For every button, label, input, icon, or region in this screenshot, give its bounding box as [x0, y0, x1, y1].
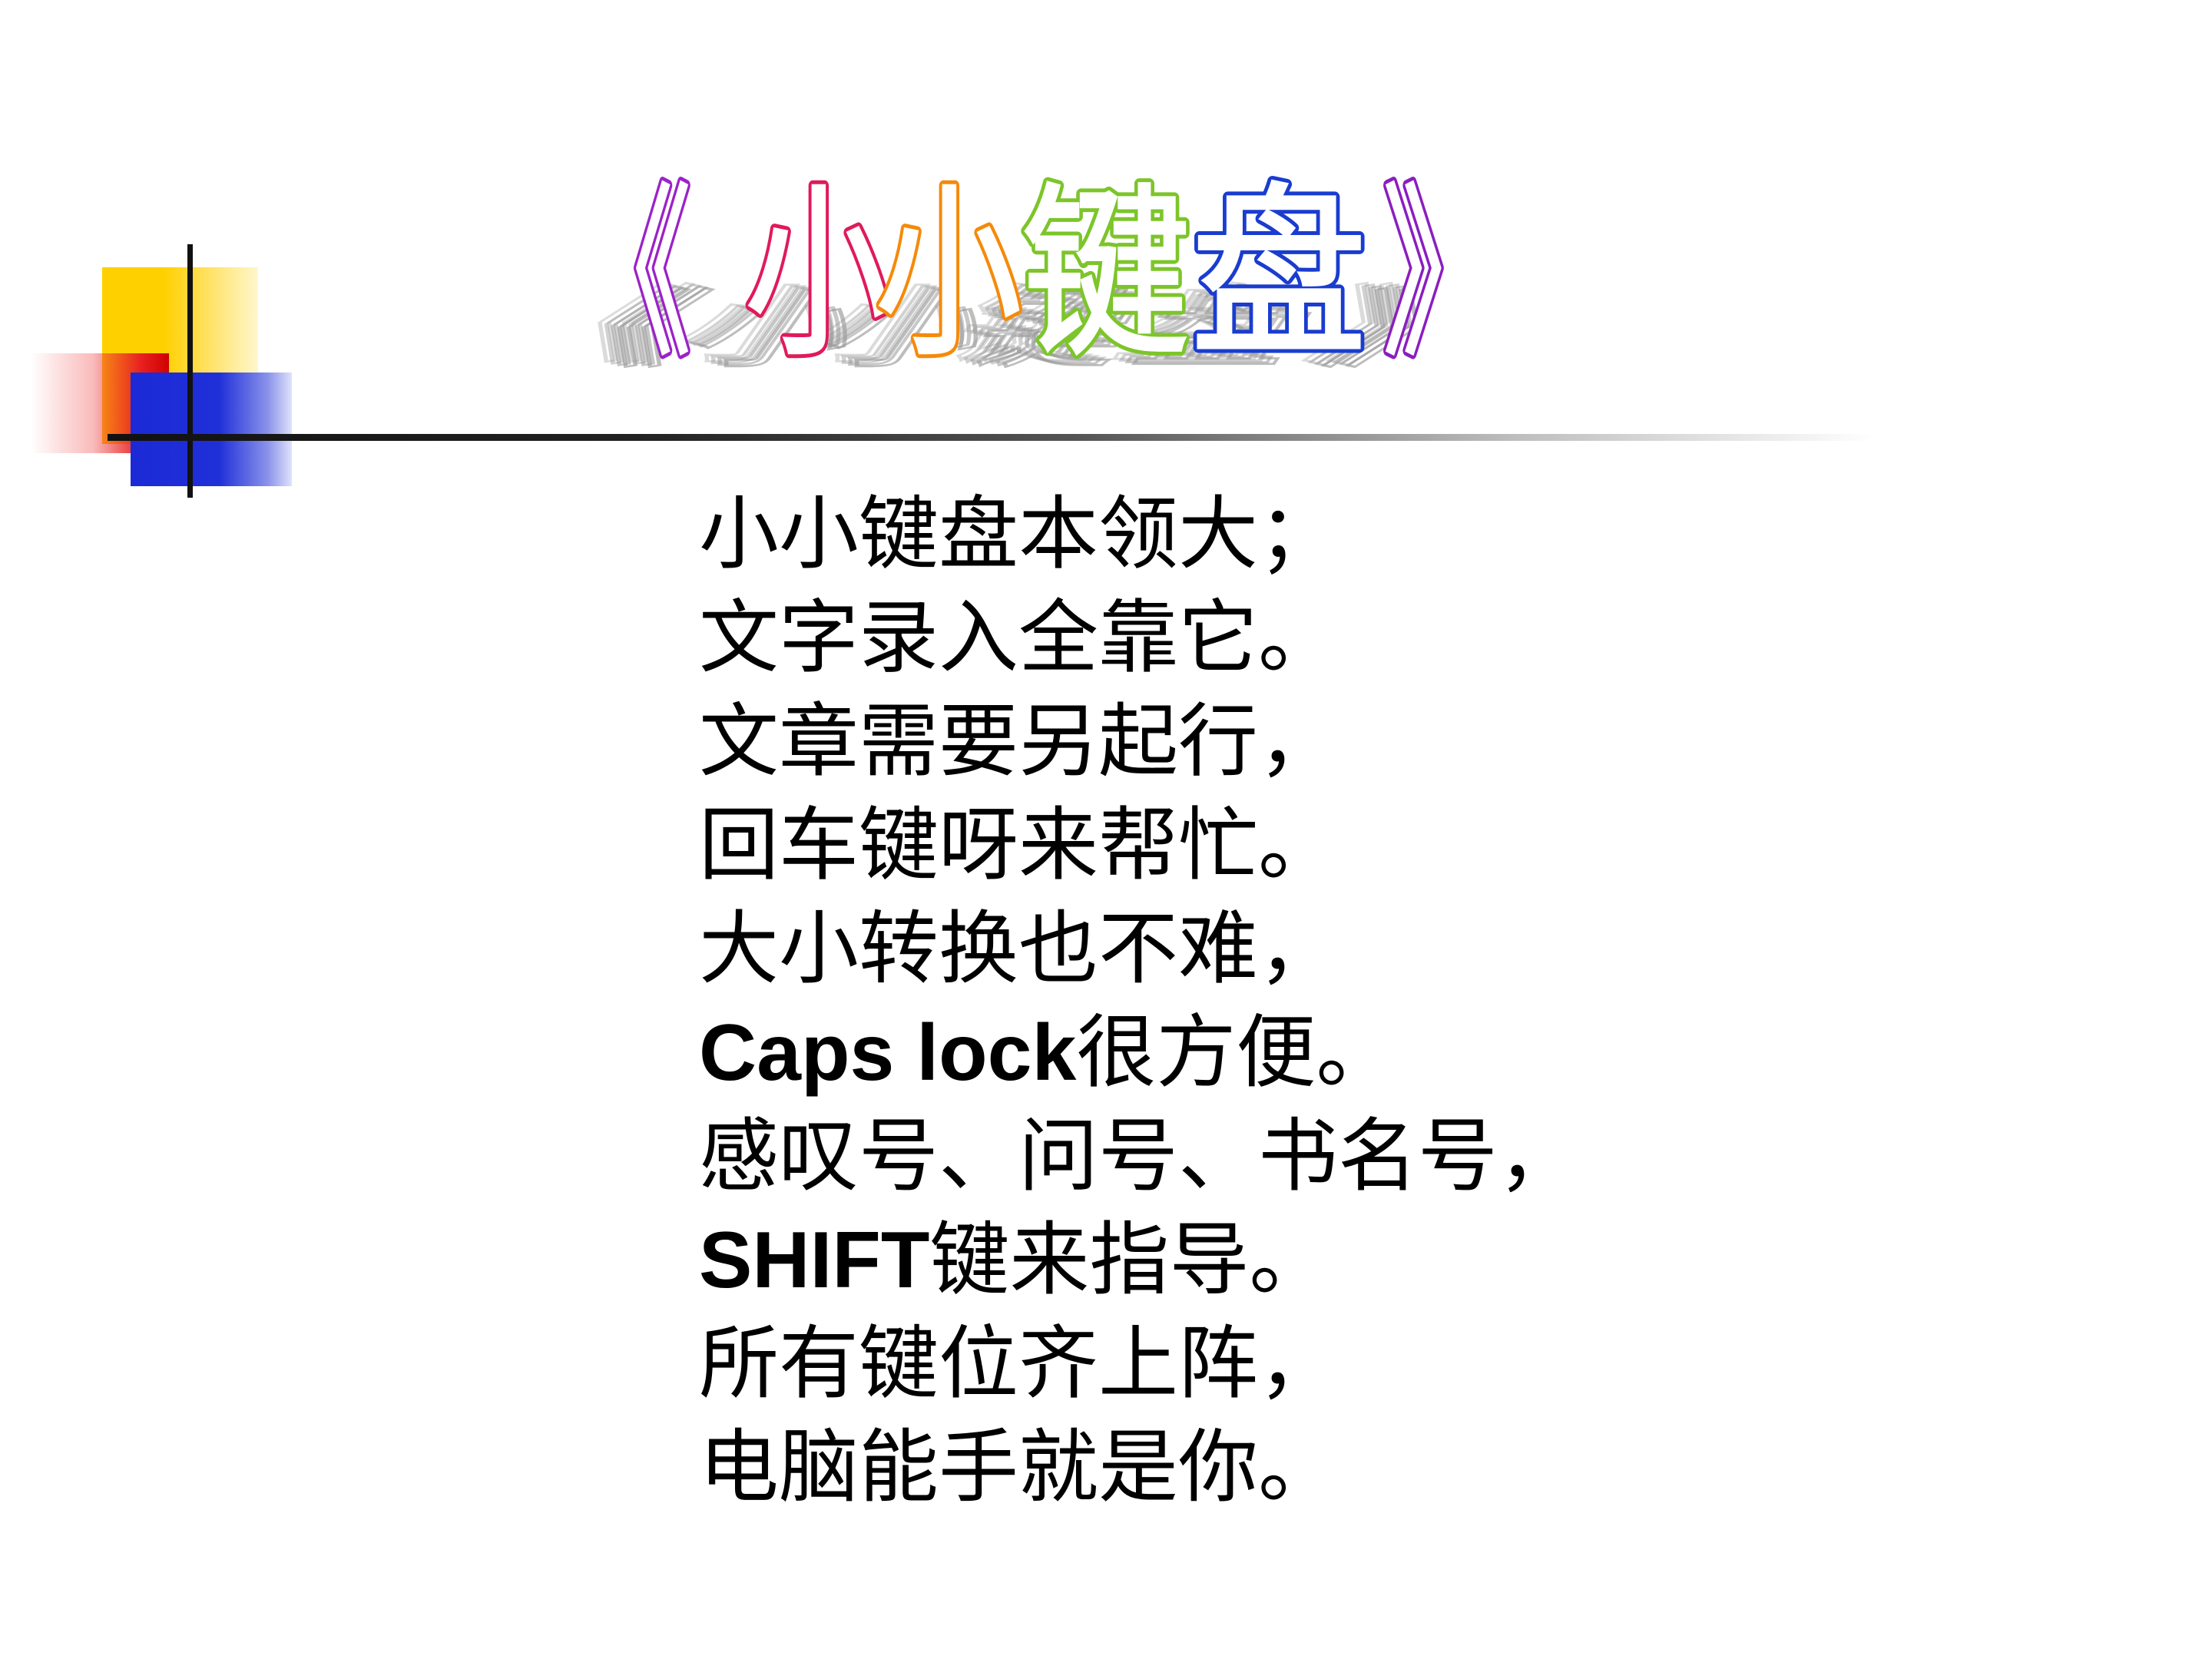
title-glyph-outline: 《: [576, 167, 691, 382]
poem-line: 电脑能手就是你。: [699, 1416, 1774, 1519]
title-glyph: 《: [576, 167, 691, 382]
poem-line-latin: Caps lock: [699, 1008, 1077, 1098]
poem-line-text: 电脑能手就是你。: [699, 1420, 1339, 1514]
poem-line-text: 回车键呀来帮忙。: [699, 798, 1339, 892]
poem-line: SHIFT键来指导。: [699, 1208, 1774, 1312]
poem-line: 文章需要另起行，: [699, 690, 1774, 793]
title-glyph: 键: [1022, 167, 1190, 382]
blue-square-decoration: [131, 373, 292, 486]
horizontal-rule: [108, 434, 1874, 441]
poem-line-text: 文章需要另起行，: [699, 694, 1339, 788]
poem-line: 文字录入全靠它。: [699, 586, 1774, 690]
poem-line: 回车键呀来帮忙。: [699, 793, 1774, 897]
poem-line: 小小键盘本领大；: [699, 482, 1774, 586]
title-glyph: 小: [745, 167, 891, 382]
poem-line: Caps lock很方便。: [699, 1001, 1774, 1104]
title-glyph: 》: [1382, 167, 1505, 382]
poem-line: 大小转换也不难，: [699, 897, 1774, 1001]
title-glyph-outline: 》: [1382, 167, 1505, 382]
title-glyph-outline: 小: [745, 167, 891, 382]
poem-line-text: 键来指导。: [929, 1213, 1330, 1306]
poem-line: 感叹号、问号、书名号，: [699, 1104, 1774, 1208]
poem-line-latin: SHIFT: [699, 1216, 930, 1305]
poem-line-text: 大小转换也不难，: [699, 902, 1339, 995]
poem-line-text: 所有键位齐上阵，: [699, 1316, 1339, 1410]
title-glyph-outline: 小: [876, 167, 1022, 382]
title-wordart: 《《小小小小键键盘盘》》: [571, 161, 1511, 387]
title-glyph: 小: [876, 167, 1022, 382]
title-glyph: 盘: [1190, 167, 1367, 382]
slide-title: 《《《《小小小小小小小小键键键键盘盘盘盘》》》》 《《小小小小键键盘盘》》: [568, 131, 1582, 392]
poem-line-text: 很方便。: [1076, 1005, 1396, 1099]
poem-line-text: 感叹号、问号、书名号，: [699, 1109, 1578, 1203]
title-glyph-outline: 盘: [1190, 167, 1367, 382]
poem-body: 小小键盘本领大； 文字录入全靠它。文章需要另起行， 回车键呀来帮忙。大小转换也不难，…: [699, 482, 1774, 1519]
poem-line-text: 文字录入全靠它。: [699, 591, 1339, 684]
title-glyph-outline: 键: [1022, 167, 1190, 382]
vertical-rule: [187, 244, 193, 498]
poem-line: 所有键位齐上阵，: [699, 1312, 1774, 1416]
poem-line-text: 小小键盘本领大；: [699, 487, 1339, 581]
